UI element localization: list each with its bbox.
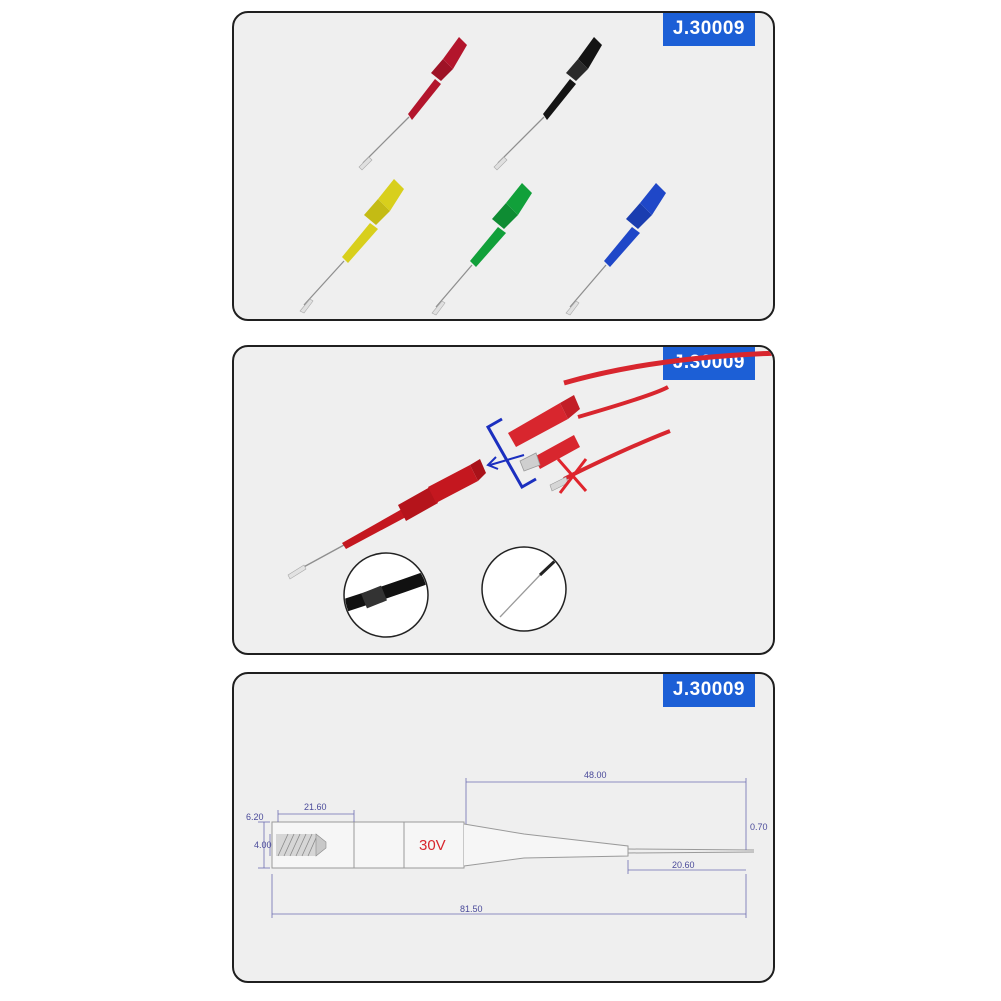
panel-dimension-drawing: J.30009 30V: [232, 672, 775, 983]
dim-48-00: 48.00: [584, 770, 607, 780]
probe-outline: [271, 821, 755, 869]
dimension-lines: [258, 778, 747, 918]
red-cable-connectors: [508, 350, 773, 492]
dim-21-60: 21.60: [304, 802, 327, 812]
not-compatible-x-icon: [556, 458, 588, 494]
probe-yellow: [299, 179, 404, 314]
product-code-badge: J.30009: [662, 674, 755, 707]
thread-hatch: [276, 833, 327, 857]
probe-colors-illustration: [299, 37, 666, 316]
voltage-label: 30V: [419, 837, 446, 854]
dim-6-20: 6.20: [246, 812, 264, 822]
dimension-drawing: 30V 6.20 21.60 4.00 48.00 0.70 20.60 81.…: [246, 770, 768, 918]
probe-green: [431, 183, 532, 316]
panel-usage-compatibility: J.30009: [232, 345, 775, 655]
panel-color-variants: J.30009: [232, 11, 775, 321]
dim-81-50: 81.50: [460, 904, 483, 914]
probe-red: [358, 37, 467, 171]
product-code-badge: J.30009: [662, 13, 755, 46]
dim-4-00: 4.00: [254, 840, 272, 850]
probe-blue: [565, 183, 666, 316]
dim-20-60: 20.60: [672, 860, 695, 870]
compatibility-illustration: [287, 350, 773, 638]
detail-circle-needle-tip: [481, 546, 567, 632]
probe-black: [493, 37, 602, 171]
bracket-icon: [485, 417, 537, 490]
dim-0-70: 0.70: [750, 822, 768, 832]
detail-circle-wire-insulation: [343, 552, 429, 638]
probe-red-main: [287, 459, 486, 580]
